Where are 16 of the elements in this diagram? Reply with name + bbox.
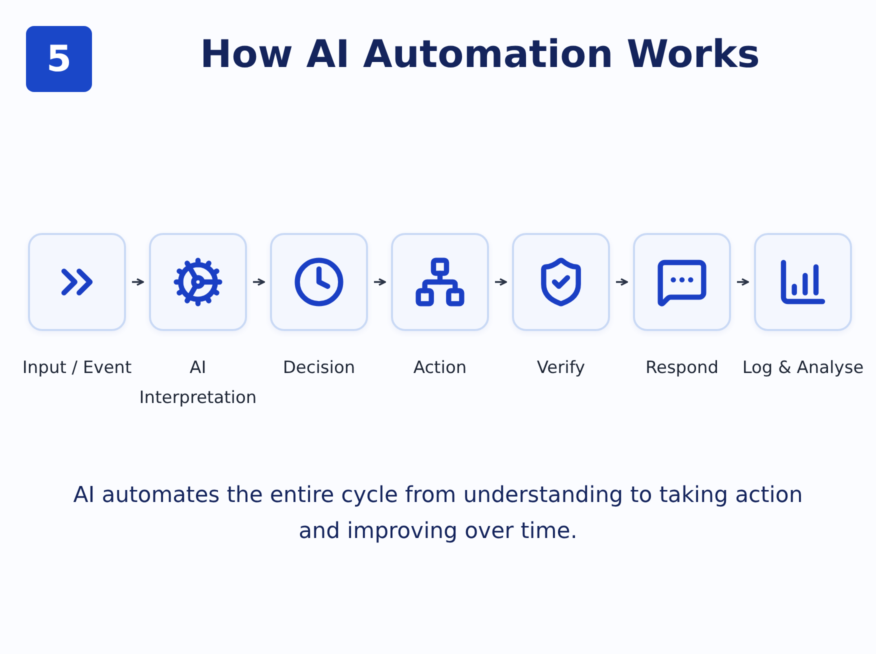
caption: AI automates the entire cycle from understanding to taking action and improving over time. xyxy=(72,482,804,546)
step-label: Verify xyxy=(536,357,586,380)
arrow xyxy=(253,278,265,286)
arrow xyxy=(374,278,386,286)
step-label: AI Interpretation xyxy=(138,357,258,410)
arrow xyxy=(132,278,144,286)
step-number-badge: 5 xyxy=(26,26,92,92)
arrow xyxy=(616,278,628,286)
arrow xyxy=(737,278,749,286)
arrow xyxy=(495,278,507,286)
step-label: Action xyxy=(412,357,468,380)
title: How AI Automation Works xyxy=(200,32,761,76)
step-label: Respond xyxy=(644,357,720,380)
step-label: Decision xyxy=(282,357,356,380)
step-label: Log & Analyse xyxy=(741,357,865,380)
step-label: Input / Event xyxy=(21,357,133,380)
